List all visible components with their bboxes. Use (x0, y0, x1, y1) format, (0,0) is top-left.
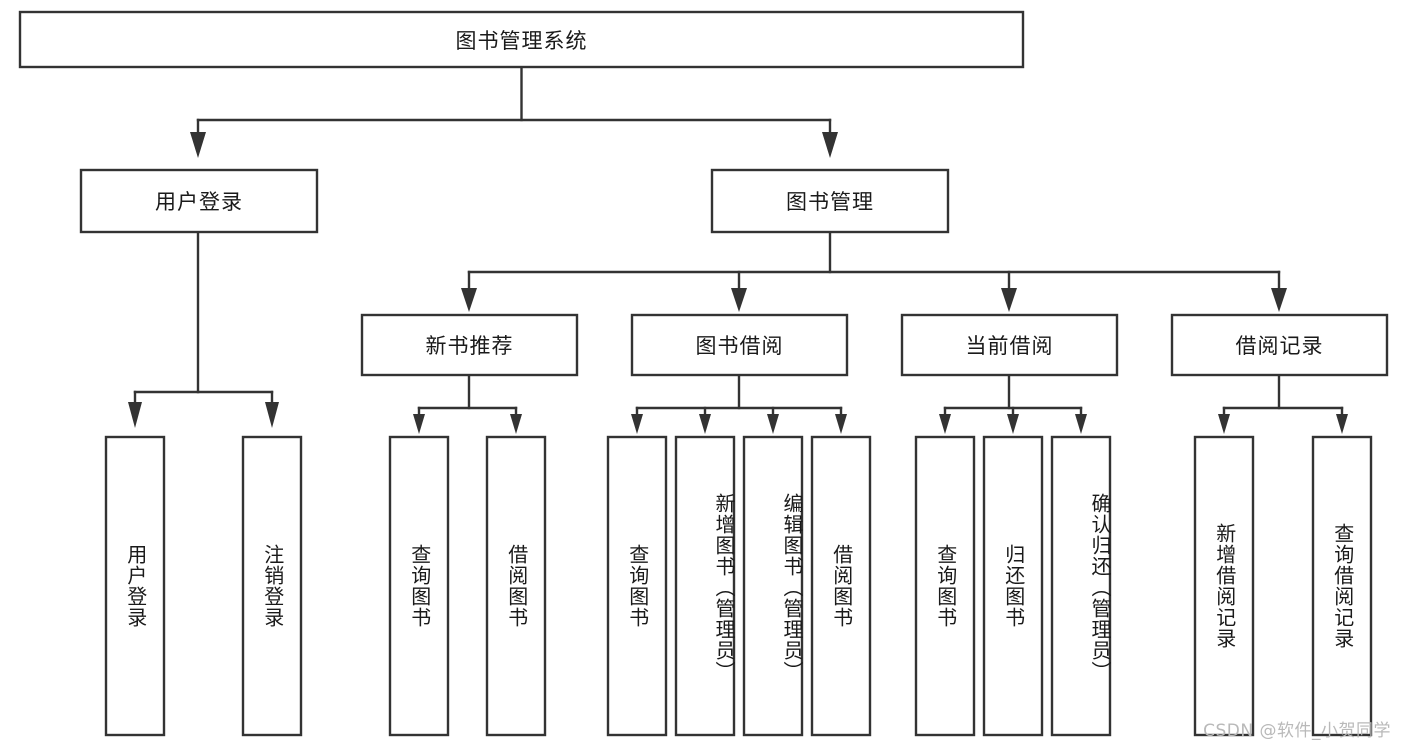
arrow-head-leaf-add-record (1218, 414, 1230, 434)
arrow-head-book-borrow (731, 288, 747, 312)
connectors-user-login-to-leaves (128, 230, 279, 428)
arrow-head-new-book-recommend (461, 288, 477, 312)
node-leaf-confirm-return-box[interactable] (1050, 435, 1112, 737)
node-leaf-edit-book-box[interactable] (742, 435, 804, 737)
arrow-head-to-user-login (190, 132, 206, 158)
arrow-head-leaf-logout (265, 402, 279, 428)
node-leaf-add-record-box[interactable] (1193, 435, 1255, 737)
connectors-root-to-level2 (190, 65, 838, 158)
arrow-head-leaf-add-book (699, 414, 711, 434)
arrow-head-to-book-manage (822, 132, 838, 158)
arrow-head-leaf-query-book-rec (413, 414, 425, 434)
connectors-book-manage-to-level3 (461, 230, 1287, 312)
node-leaf-query-book-borrow-box[interactable] (606, 435, 668, 737)
node-leaf-add-book-box[interactable] (674, 435, 736, 737)
connectors-borrow-record-to-leaves (1218, 373, 1348, 434)
arrow-head-leaf-edit-book (767, 414, 779, 434)
arrow-head-current-borrow (1001, 288, 1017, 312)
node-leaf-return-book-box[interactable] (982, 435, 1044, 737)
arrow-head-leaf-query-record (1336, 414, 1348, 434)
arrow-head-leaf-confirm-return (1075, 414, 1087, 434)
node-leaf-query-book-current-box[interactable] (914, 435, 976, 737)
arrow-head-leaf-query-book-current (939, 414, 951, 434)
node-leaf-borrow-book-rec-box[interactable] (485, 435, 547, 737)
connectors-current-borrow-to-leaves (939, 373, 1087, 434)
node-leaf-logout-box[interactable] (241, 435, 303, 737)
arrow-head-borrow-record (1271, 288, 1287, 312)
node-book-borrow-box[interactable] (630, 313, 849, 377)
arrow-head-leaf-borrow-book-rec (510, 414, 522, 434)
node-book-manage-box[interactable] (710, 168, 950, 234)
node-leaf-user-login-box[interactable] (104, 435, 166, 737)
node-leaf-query-book-rec-box[interactable] (388, 435, 450, 737)
arrow-head-leaf-borrow-book (835, 414, 847, 434)
node-borrow-record-box[interactable] (1170, 313, 1389, 377)
node-new-book-recommend-box[interactable] (360, 313, 579, 377)
connectors-book-borrow-to-leaves (631, 373, 847, 434)
node-user-login-box[interactable] (79, 168, 319, 234)
node-current-borrow-box[interactable] (900, 313, 1119, 377)
arrow-head-leaf-return-book (1007, 414, 1019, 434)
node-leaf-borrow-book-box[interactable] (810, 435, 872, 737)
node-leaf-query-record-box[interactable] (1311, 435, 1373, 737)
node-root-box[interactable] (18, 10, 1025, 69)
arrow-head-leaf-query-book-borrow (631, 414, 643, 434)
arrow-head-leaf-user-login (128, 402, 142, 428)
connectors-new-book-recommend-to-leaves (413, 373, 522, 434)
